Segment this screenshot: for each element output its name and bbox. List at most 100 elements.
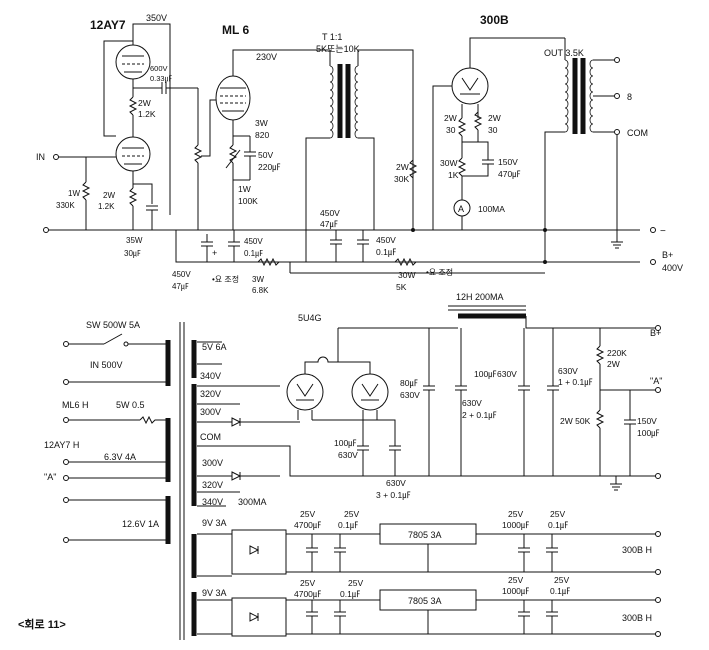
filament-resistor-b-watt: 2W [488, 113, 501, 123]
figure-caption: <회로 11> [18, 617, 66, 631]
filter-cap-2-voltage: 630V [462, 398, 482, 408]
switch-label: SW 500W 5A [86, 320, 140, 330]
tube-ml6 [215, 75, 251, 121]
reg1-cap1-voltage: 25V [300, 509, 315, 519]
transformer-filter-cap-value: 47㎌ [320, 219, 338, 230]
bplus-terminal-label: B+ [662, 250, 673, 260]
divider-resistor-1-value: 220K [607, 348, 627, 358]
regulator-2: 9V 3A 25V 4700㎌ 25V 0.1㎌ 7805 3A 25V 100… [197, 575, 661, 637]
tube-300b-label: 300B [480, 13, 509, 27]
point-a-left-label: "A" [44, 472, 56, 482]
transformer-bypass-cap-value: 0.1㎌ [376, 247, 397, 258]
ml6-cathode-cap-voltage: 50V [258, 150, 273, 160]
rectifier-cap2-voltage: 630V [386, 478, 406, 488]
reg2-cap4-voltage: 25V [554, 575, 569, 585]
coupling-cap-value: 0.33㎌ [150, 74, 173, 84]
reg2-cap1-value: 4700㎌ [294, 589, 322, 600]
psu-bplus-label: B+ [650, 328, 661, 338]
filter-cap-80-voltage: 630V [400, 390, 420, 400]
ml6-filter-cap-voltage: 450V [172, 270, 191, 279]
coupling-cap-voltage: 600V [150, 64, 168, 73]
tube-ml6-label: ML 6 [222, 23, 249, 37]
pot-watt: 1W [238, 184, 251, 194]
filter-cap-3-value: 1 + 0.1㎌ [558, 377, 593, 388]
amplifier-circuit: 12AY7 350V 2W 1.2K 600V 0.33㎌ IN 1W 330K… [36, 13, 683, 295]
ml6-cathode-resistor-value: 820 [255, 130, 269, 140]
filter-cap-2-value: 2 + 0.1㎌ [462, 410, 497, 421]
reg1-cap2-value: 0.1㎌ [338, 520, 359, 531]
tap-320v-label: 320V [200, 389, 221, 399]
minus-terminal-label: − [660, 226, 666, 237]
cathode-cap-voltage: 35W [126, 236, 143, 245]
input-label: IN [36, 152, 45, 162]
rectifier-cap-value: 100㎌ [334, 438, 357, 449]
output-8ohm-label: 8 [627, 92, 632, 102]
ammeter-symbol: A [458, 204, 464, 214]
dropping-resistor-value: 6.8K [252, 286, 269, 295]
bleeder-resistor-value: 30K [394, 174, 409, 184]
filter-cap-100-value: 100㎌ [474, 369, 497, 380]
divider-resistor-2-label: 2W 50K [560, 416, 591, 426]
rectifier-tube-label: 5U4G [298, 313, 322, 323]
ml6-cathode-cap-value: 220㎌ [258, 162, 281, 173]
reg2-cap3-voltage: 25V [508, 575, 523, 585]
tap-300v-b-label: 300V [202, 458, 223, 468]
rectifier-cap-voltage: 630V [338, 450, 358, 460]
output-transformer-label: OUT 3.5K [544, 48, 584, 58]
12ay7-heater-label: 12AY7 H [44, 440, 79, 450]
ml6-heater-label: ML6 H [62, 400, 89, 410]
center-tap-com-label: COM [200, 432, 221, 442]
divider-resistor-1-watt: 2W [607, 359, 620, 369]
reg2-cap4-value: 0.1㎌ [550, 586, 571, 597]
ammeter-label: 100MA [478, 204, 505, 214]
reg2-input-label: 9V 3A [202, 588, 227, 598]
pot-value: 100K [238, 196, 258, 206]
ml6-plate-voltage: 230V [256, 52, 277, 62]
tube-12ay7-upper [115, 44, 151, 80]
secondary-current-label: 300MA [238, 497, 267, 507]
filament-resistor-a-watt: 2W [444, 113, 457, 123]
tap-340v-label: 340V [200, 371, 221, 381]
reg2-output-label: 300B H [622, 613, 652, 623]
supply-350v-label: 350V [146, 13, 167, 23]
bplus-voltage-label: 400V [662, 263, 683, 273]
tube-300b [451, 67, 489, 105]
reg1-cap3-value: 1000㎌ [502, 520, 530, 531]
interstage-transformer-impedance: 5K또는10K [316, 44, 360, 54]
tube-12ay7-label: 12AY7 [90, 18, 126, 32]
reg1-input-label: 9V 3A [202, 518, 227, 528]
heater-resistor-label: 5W 0.5 [116, 400, 145, 410]
cathode-bias-resistor-value: 1K [448, 170, 459, 180]
tap-340v-b-label: 340V [202, 497, 223, 507]
cathode-bias-resistor-watt: 30W [440, 158, 457, 168]
ml6-decoupling-cap-voltage: 450V [244, 237, 263, 246]
reg1-cap2-voltage: 25V [344, 509, 359, 519]
choke-label: 12H 200MA [456, 292, 504, 302]
point-a-right-label: "A" [650, 376, 662, 386]
reg1-output-label: 300B H [622, 545, 652, 555]
rectifier-heater-label: 5V 6A [202, 342, 227, 352]
reg1-chip-label: 7805 3A [408, 530, 442, 540]
reg2-cap1-voltage: 25V [300, 578, 315, 588]
heater-63v-label: 6.3V 4A [104, 452, 136, 462]
divider-cap-value: 100㎌ [637, 428, 660, 439]
transformer-filter-cap-voltage: 450V [320, 208, 340, 218]
ml6-filter-cap-value: 47㎌ [172, 282, 189, 292]
ml6-cathode-resistor-watt: 3W [255, 118, 268, 128]
tap-300v-label: 300V [200, 407, 221, 417]
cathode-resistor-value: 1.2K [98, 202, 115, 211]
rectifier-tube-a [286, 373, 324, 411]
filament-resistor-b-value: 30 [488, 125, 498, 135]
filament-resistor-a-value: 30 [446, 125, 456, 135]
divider-cap-voltage: 150V [637, 416, 657, 426]
tap-320v-b-label: 320V [202, 480, 223, 490]
reg2-cap2-voltage: 25V [348, 578, 363, 588]
ml6-decoupling-cap-value: 0.1㎌ [244, 249, 263, 259]
output-transformer [564, 58, 594, 134]
reg2-cap2-value: 0.1㎌ [340, 589, 361, 600]
grid-resistor-watt: 1W [68, 189, 80, 198]
adjust-note-1: •요 조정 [212, 274, 239, 284]
heater-126v-label: 12.6V 1A [122, 519, 159, 529]
grid-resistor-value: 330K [56, 201, 75, 210]
